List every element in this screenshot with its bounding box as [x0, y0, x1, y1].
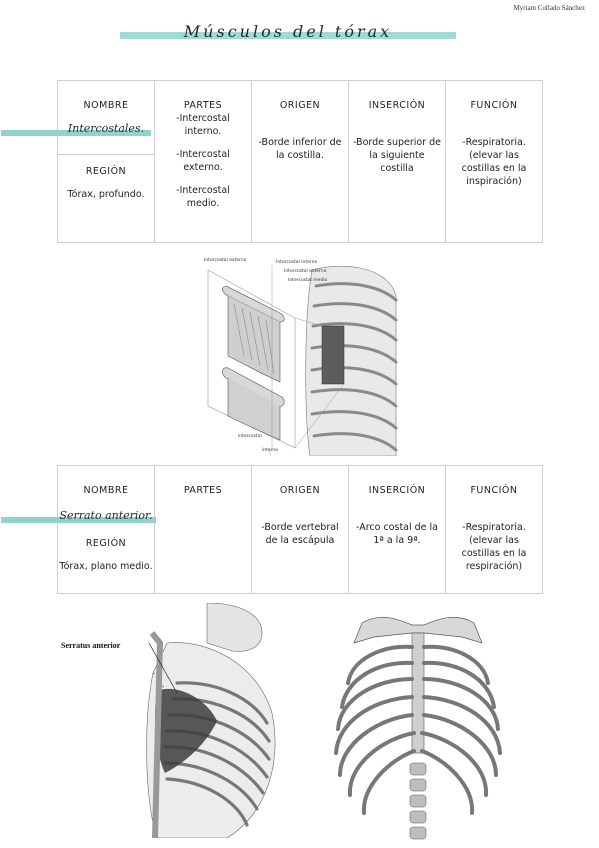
origin-header: ORIGEN	[279, 100, 321, 111]
part-item: -Intercostal medio.	[176, 185, 230, 209]
insertion-header: INSERCIÓN	[368, 485, 426, 496]
name-region-cell: NOMBRE Intercostales. REGIÓN Tórax, prof…	[1, 80, 155, 243]
author-name: Myriam Collado Sánchez	[513, 4, 585, 12]
muscle-origin: -Borde inferior de la costilla.	[258, 137, 342, 161]
muscle-name: Serrato anterior.	[59, 509, 153, 522]
muscle-function: -Respiratoria. (elevar las costillas en …	[461, 522, 527, 572]
muscle-origin: -Borde vertebral de la escápula	[261, 522, 339, 546]
insertion-cell: INSERCIÓN -Borde superior de la siguient…	[348, 80, 446, 243]
intercostal-diagram: Intercostal externo Intercostal interno …	[200, 256, 399, 456]
serratus-side-view-icon	[57, 603, 279, 838]
fig-label-6: interno	[262, 448, 279, 453]
part-item: -Intercostal interno.	[176, 113, 230, 137]
part-item: -Intercostal externo.	[176, 149, 230, 173]
function-header: FUNCIÓN	[470, 485, 518, 496]
name-region-cell: NOMBRE Serrato anterior. REGIÓN Tórax, p…	[1, 465, 156, 594]
origin-header: ORIGEN	[279, 485, 321, 496]
ribcage-front-figure	[322, 603, 514, 840]
insertion-cell: INSERCIÓN -Arco costal de la 1ª a la 9ª.	[348, 465, 446, 594]
name-highlight	[1, 517, 156, 523]
function-cell: FUNCIÓN -Respiratoria. (elevar las costi…	[445, 80, 543, 243]
title-text: Músculos del tórax	[183, 22, 393, 41]
name-highlight	[1, 130, 151, 136]
muscle-region: Tórax, profundo.	[67, 189, 145, 200]
muscle-insertion: -Borde superior de la siguiente costilla	[352, 137, 442, 174]
muscle-name: Intercostales.	[67, 122, 145, 135]
function-cell: FUNCIÓN -Respiratoria. (elevar las costi…	[445, 465, 543, 594]
parts-cell: PARTES	[154, 465, 252, 594]
region-header: REGIÓN	[85, 538, 127, 549]
fig-label-2: Intercostal interno	[276, 260, 318, 265]
cell-divider	[58, 154, 154, 155]
muscle-region: Tórax, plano medio.	[59, 561, 153, 572]
title-highlight	[120, 32, 456, 39]
region-header: REGIÓN	[85, 166, 127, 177]
parts-header: PARTES	[183, 485, 223, 496]
parts-header: PARTES	[183, 100, 223, 111]
function-header: FUNCIÓN	[470, 100, 518, 111]
parts-cell: PARTES -Intercostal interno. -Intercosta…	[154, 80, 252, 243]
muscle-table-intercostales: NOMBRE Intercostales. REGIÓN Tórax, prof…	[1, 80, 543, 243]
muscle-table-serrato: NOMBRE Serrato anterior. REGIÓN Tórax, p…	[1, 465, 543, 594]
fig-label-1: Intercostal externo	[204, 258, 247, 263]
name-header: NOMBRE	[83, 485, 129, 496]
serratus-side-figure: Serratus anterior	[57, 603, 279, 838]
origin-cell: ORIGEN -Borde vertebral de la escápula	[251, 465, 349, 594]
serratus-label: Serratus anterior	[61, 641, 121, 650]
name-header: NOMBRE	[83, 100, 129, 111]
rib-diagram-icon	[200, 256, 399, 456]
muscle-function: -Respiratoria. (elevar las costillas en …	[461, 137, 527, 187]
insertion-header: INSERCIÓN	[368, 100, 426, 111]
fig-label-5: intercostal	[238, 434, 262, 439]
origin-cell: ORIGEN -Borde inferior de la costilla.	[251, 80, 349, 243]
fig-label-3: Intercostal externo	[284, 269, 327, 274]
fig-label-4: Intercostal medio	[288, 278, 328, 283]
muscle-insertion: -Arco costal de la 1ª a la 9ª.	[355, 522, 439, 546]
ribcage-front-view-icon	[322, 603, 514, 840]
page-title: Músculos del tórax	[120, 22, 460, 48]
